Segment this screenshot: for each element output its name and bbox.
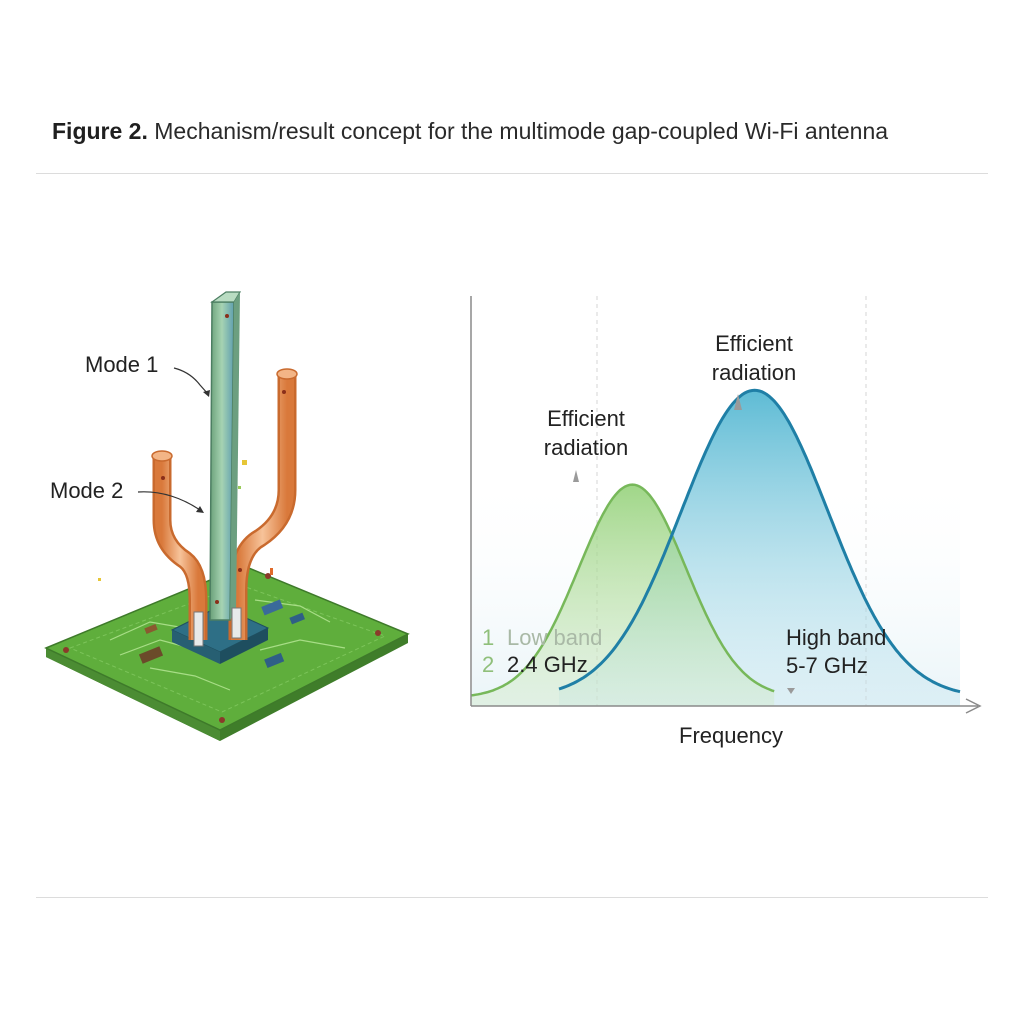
- bottom-divider: [36, 897, 988, 898]
- low-peak-marker: [573, 470, 579, 482]
- pcb-components: [63, 573, 381, 723]
- high-band-tick: [787, 688, 795, 694]
- low-band-marker-1: 1: [482, 625, 494, 650]
- high-peak-label-line2: radiation: [712, 360, 796, 385]
- x-axis-label: Frequency: [679, 723, 783, 748]
- mode1-leader-line: [173, 367, 209, 395]
- top-divider: [36, 173, 988, 174]
- response-plot: Efficient radiation Efficient radiation …: [470, 296, 982, 748]
- figure-caption: Figure 2. Mechanism/result concept for t…: [52, 118, 1012, 145]
- low-band-label-line2: 2.4 GHz: [507, 652, 588, 677]
- mode2-label: Mode 2: [50, 478, 123, 503]
- low-band-label-line1: Low band: [507, 625, 602, 650]
- low-band-curve: [470, 483, 775, 697]
- low-peak-label-line1: Efficient: [547, 406, 625, 431]
- mode2-element: [151, 368, 298, 640]
- x-axis-arrow: [965, 698, 982, 714]
- low-peak-label-line2: radiation: [544, 435, 628, 460]
- high-peak-label-line1: Efficient: [715, 331, 793, 356]
- pcb-board: [44, 565, 410, 741]
- antenna-illustration: Mode 1 Mode 2: [44, 291, 410, 741]
- mode1-leader-arrow: [203, 390, 210, 397]
- high-band-label-line2: 5-7 GHz: [786, 653, 868, 678]
- high-peak-marker: [734, 394, 742, 410]
- mode1-label: Mode 1: [85, 352, 158, 377]
- high-band-label-line1: High band: [786, 625, 886, 650]
- high-band-curve: [558, 388, 961, 694]
- mode2-leader-line: [137, 491, 201, 511]
- feed-pins: [193, 607, 242, 647]
- low-band-area: [471, 484, 775, 706]
- sparkles: [98, 460, 273, 581]
- figure-caption-text: Mechanism/result concept for the multimo…: [147, 118, 889, 144]
- mode1-element: [209, 291, 242, 621]
- mode2-leader-arrow: [196, 506, 204, 513]
- figure-number: Figure 2.: [52, 118, 148, 144]
- low-band-marker-2: 2: [482, 652, 494, 677]
